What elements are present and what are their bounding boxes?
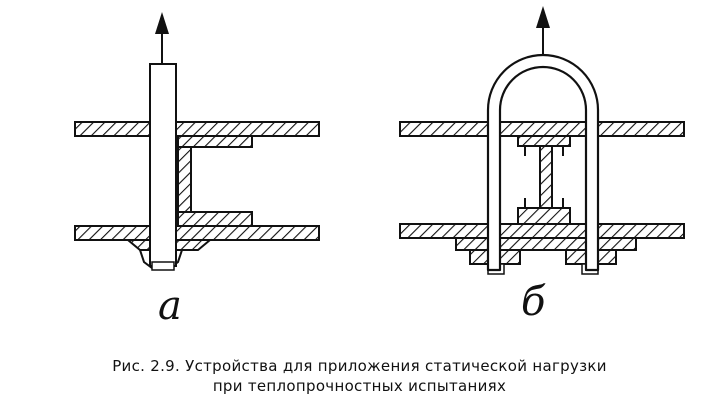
bracket-bottom-flange-a — [177, 211, 253, 227]
figure-label-b: б — [521, 279, 546, 325]
rod-a — [149, 63, 177, 267]
bracket-web-a — [177, 146, 192, 216]
upper-plate-a — [74, 121, 320, 137]
figure-caption: Рис. 2.9. Устройства для приложения стат… — [0, 356, 719, 396]
bottom-strap-b — [455, 237, 637, 251]
bracket-web-b — [539, 145, 553, 215]
arrow-up-icon — [536, 6, 550, 56]
arrow-up-icon — [155, 12, 169, 64]
u-bolt-b — [486, 53, 600, 272]
device-a — [74, 12, 320, 271]
caption-line-1: Рис. 2.9. Устройства для приложения стат… — [112, 357, 607, 375]
bracket-bottom-b — [517, 207, 571, 225]
caption-line-2: при теплопрочностных испытаниях — [212, 377, 507, 395]
bracket-top-b — [517, 135, 571, 147]
bracket-top-flange-a — [177, 135, 253, 148]
upper-plate-b — [399, 121, 685, 137]
lower-plate-a — [74, 225, 320, 241]
device-b — [399, 6, 685, 275]
lower-plate-b — [399, 223, 685, 239]
figure-label-a: a — [158, 283, 182, 329]
